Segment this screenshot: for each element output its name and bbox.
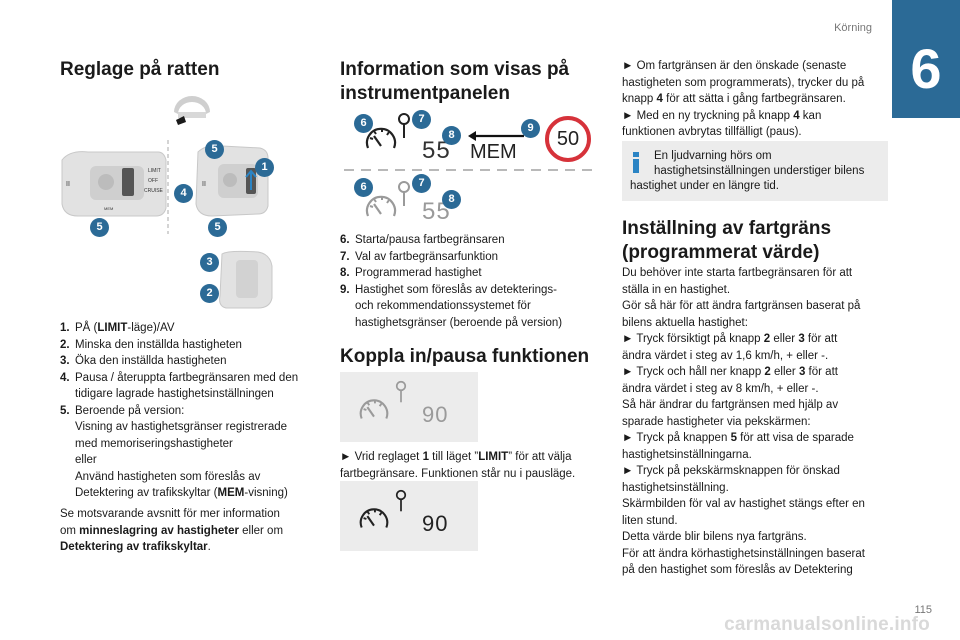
arrow-left-icon <box>468 131 524 141</box>
list-item: 5. Beroende på version: Visning av hasti… <box>60 404 288 500</box>
speedometer-limit-icon-paused <box>359 399 389 419</box>
badge-9: 9 <box>521 119 540 138</box>
list-item: 6. Starta/pausa fartbegränsaren <box>340 234 505 246</box>
engaged-speed-value: 90 <box>422 511 449 536</box>
stalk-label-cruise: CRUISE <box>144 188 164 194</box>
speed-limit-sign: 50 <box>545 116 591 162</box>
speedometer-limit-icon-inactive <box>365 195 397 217</box>
badge-6-inactive: 6 <box>354 178 373 197</box>
list-item: 1. PÅ (LIMIT-läge)/AV <box>60 322 175 334</box>
list-item: 3. Öka den inställda hastigheten <box>60 355 227 367</box>
badge-5-left: 5 <box>90 218 109 237</box>
steering-wheel-icon <box>174 96 210 125</box>
info-box-audio-warning: En ljudvarning hörs om hastighetsinställ… <box>622 141 888 201</box>
state-divider <box>344 169 594 171</box>
info-icon <box>633 152 639 173</box>
badge-6-active: 6 <box>354 114 373 133</box>
section-title-engage-pause: Koppla in/pausa funktionen <box>340 346 590 367</box>
chapter-tab: 6 <box>892 0 960 118</box>
badge-8-active: 8 <box>442 126 461 145</box>
badge-8-inactive: 8 <box>442 190 461 209</box>
list-item: 2. Minska den inställda hastigheten <box>60 338 242 351</box>
speedometer-limit-icon-active <box>365 127 397 149</box>
badge-3: 3 <box>200 253 219 272</box>
section-title-set-limit: Inställning av fartgräns (programmerat v… <box>622 218 832 263</box>
speed-limiter-stalk-illustration: LIMIT OFF CRUISE MEM II II <box>61 140 269 234</box>
controls-list: 1. PÅ (LIMIT-läge)/AV 2. Minska den inst… <box>60 320 322 502</box>
badge-2: 2 <box>200 284 219 303</box>
engage-instruction: ► Vrid reglaget 1 till läget ”LIMIT” för… <box>340 451 576 480</box>
limiter-selector-icon-active <box>398 113 410 138</box>
badge-5-right: 5 <box>208 218 227 237</box>
page-number: 115 <box>914 604 932 616</box>
see-also-note: Se motsvarande avsnitt för mer informati… <box>60 508 284 553</box>
display-screen-paused: 90 <box>340 372 478 442</box>
section-title-instrument-panel: Information som visas på instrumentpanel… <box>340 59 570 104</box>
limiter-selector-icon-inactive <box>398 181 410 206</box>
stalk-label-off: OFF <box>148 178 158 184</box>
svg-text:II: II <box>202 181 206 188</box>
list-item: 4. Pausa / återuppta fartbegränsaren med… <box>60 371 299 401</box>
limiter-selector-icon-engaged <box>395 489 407 512</box>
paused-speed-value: 90 <box>422 402 449 427</box>
speed-limit-sign-value: 50 <box>556 128 580 150</box>
list-item: 8. Programmerad hastighet <box>340 267 482 279</box>
stalk-label-limit: LIMIT <box>148 168 161 174</box>
watermark: carmanualsonline.info <box>724 614 930 635</box>
badge-4: 4 <box>174 184 193 203</box>
section-title-steering-controls: Reglage på ratten <box>60 59 220 80</box>
activation-paragraph: ► Om fartgränsen är den önskade (senaste… <box>622 60 865 138</box>
rocker-switch-illustration <box>219 250 273 309</box>
mem-label: MEM <box>470 141 517 163</box>
display-legend-list: 6. Starta/pausa fartbegränsaren 7. Val a… <box>340 232 602 331</box>
stalk-label-mem: MEM <box>104 206 113 211</box>
display-screen-active: 90 <box>340 481 478 551</box>
limiter-selector-icon-paused <box>395 380 407 403</box>
svg-text:II: II <box>66 181 70 188</box>
badge-1: 1 <box>255 158 274 177</box>
speedometer-limit-icon-engaged <box>359 508 389 528</box>
badge-7-active: 7 <box>412 110 431 129</box>
list-item: 7. Val av fartbegränsarfunktion <box>340 250 498 263</box>
badge-7-inactive: 7 <box>412 174 431 193</box>
badge-5-top: 5 <box>205 140 224 159</box>
list-item: 9. Hastighet som föreslås av detektering… <box>340 283 563 329</box>
section-header: Körning <box>834 22 872 34</box>
set-limit-body: Du behöver inte starta fartbegränsaren f… <box>622 267 865 576</box>
